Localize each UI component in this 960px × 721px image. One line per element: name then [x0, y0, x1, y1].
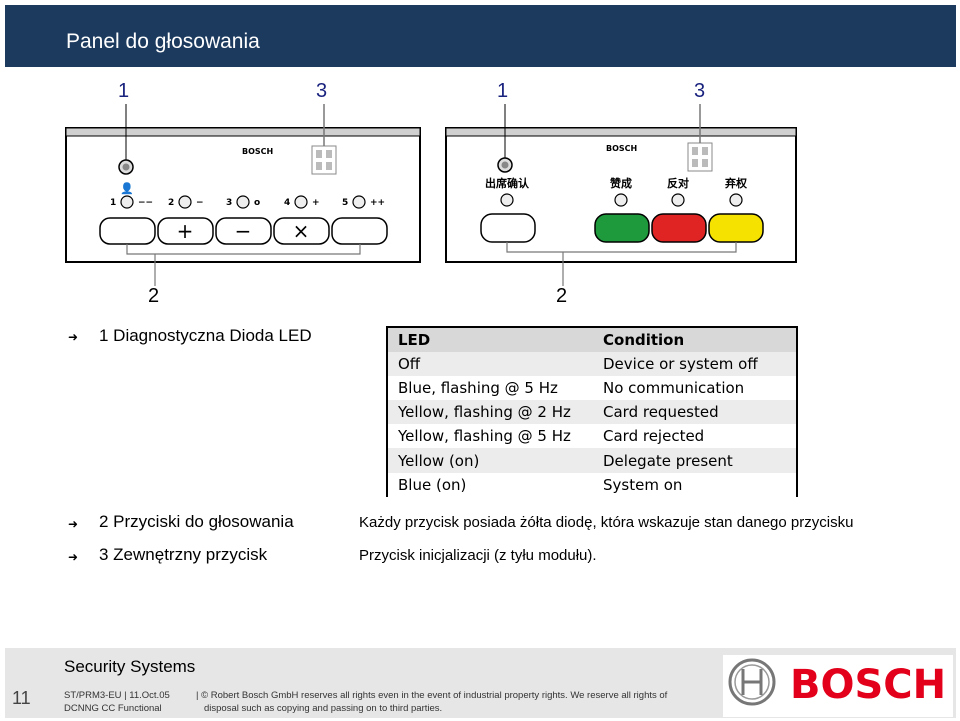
bosch-armature-icon — [728, 658, 776, 706]
vote-button-1 — [99, 217, 156, 245]
callout-2-right: 2 — [556, 285, 568, 307]
svg-text:+: + — [177, 219, 194, 243]
yes-button — [594, 213, 650, 243]
svg-text:赞成: 赞成 — [609, 176, 632, 190]
svg-text:出席确认: 出席确认 — [485, 176, 530, 190]
svg-text:2: 2 — [168, 198, 174, 208]
svg-text:弃权: 弃权 — [724, 176, 748, 190]
no-button — [651, 213, 707, 243]
callout-1-left: 1 — [118, 80, 130, 102]
svg-text:反对: 反对 — [667, 176, 689, 190]
callout-1-right: 1 — [497, 80, 509, 102]
bullet-2: 2 Przyciski do głosowania — [99, 512, 294, 531]
table-row: Blue (on) System on — [388, 472, 796, 497]
header-led: LED — [398, 331, 431, 350]
svg-text:−−: −− — [138, 198, 153, 208]
footer-copyright: | © Robert Bosch GmbH reserves all right… — [196, 690, 668, 714]
header-bar — [5, 5, 956, 67]
arrow-icon: ➜ — [68, 550, 79, 564]
led-condition-table: LED Condition Off Device or system off B… — [386, 326, 798, 497]
footer-title: Security Systems — [64, 657, 196, 676]
table-row: Yellow, flashing @ 2 Hz Card requested — [388, 400, 796, 425]
callout-3-left: 3 — [316, 80, 328, 102]
vote-button-4 — [273, 217, 330, 245]
arrow-icon: ➜ — [68, 517, 79, 531]
table-row: Yellow (on) Delegate present — [388, 448, 796, 473]
svg-text:−: − — [235, 219, 252, 243]
header-condition: Condition — [603, 331, 685, 350]
left-external-button-icon — [311, 145, 337, 175]
svg-text:−: − — [196, 198, 204, 208]
svg-text:o: o — [254, 198, 260, 208]
left-button-numbers: 1 −− 2 − 3 o 4 + 5 ++ — [110, 195, 385, 209]
footer-meta: ST/PRM3-EU | 11.Oct.05 DCNNG CC Function… — [64, 690, 170, 714]
table-row: Off Device or system off — [388, 352, 796, 377]
bosch-logo: BOSCH — [790, 662, 947, 708]
table-header-row: LED Condition — [388, 328, 796, 353]
vote-button-5 — [331, 217, 388, 245]
callout-3-right: 3 — [694, 80, 706, 102]
arrow-icon: ➜ — [68, 330, 79, 344]
bullet-3-description: Przycisk inicjalizacji (z tyłu modułu). — [359, 547, 597, 564]
svg-text:×: × — [293, 219, 310, 243]
svg-text:5: 5 — [342, 198, 348, 208]
bullet-1: 1 Diagnostyczna Dioda LED — [99, 326, 312, 345]
bullet-2-description: Każdy przycisk posiada żółta diodę, któr… — [359, 514, 854, 531]
bullet-3: 3 Zewnętrzny przycisk — [99, 545, 268, 564]
right-button-labels: 出席确认 赞成 反对 弃权 — [485, 176, 748, 190]
slide-title: Panel do głosowania — [66, 30, 260, 53]
left-panel-brand: BOSCH — [242, 147, 273, 156]
svg-text:4: 4 — [284, 198, 290, 208]
vote-button-2 — [157, 217, 214, 245]
abstain-button — [708, 213, 764, 243]
person-icon: 👤 — [120, 182, 134, 195]
svg-text:++: ++ — [370, 198, 385, 208]
right-external-button-icon — [687, 142, 713, 172]
table-row: Yellow, flashing @ 5 Hz Card rejected — [388, 424, 796, 449]
voting-panel-diagram: BOSCH 👤 1 −− 2 − 3 o 4 + 5 ++ + − × BOSCH — [65, 104, 797, 286]
right-panel-brand: BOSCH — [606, 144, 637, 153]
page-number: 11 — [12, 688, 31, 708]
svg-text:+: + — [312, 198, 320, 208]
vote-button-3 — [215, 217, 272, 245]
svg-text:3: 3 — [226, 198, 232, 208]
table-row: Blue, flashing @ 5 Hz No communication — [388, 376, 796, 401]
attendance-button — [480, 213, 536, 243]
svg-text:1: 1 — [110, 198, 116, 208]
callout-2-left: 2 — [148, 285, 160, 307]
